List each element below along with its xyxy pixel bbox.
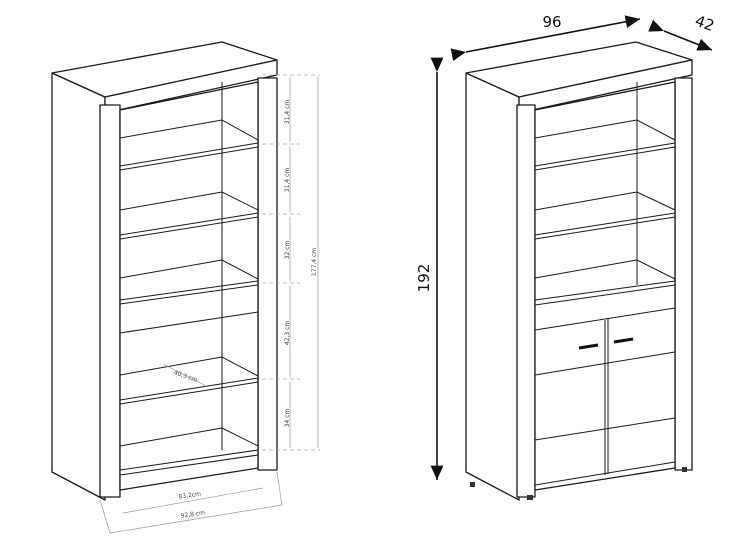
door-handle-right-icon (613, 337, 634, 344)
front-right-post (257, 77, 278, 471)
doors (534, 307, 676, 486)
dim-label: 31,4 cm (284, 168, 291, 193)
dim-label: 42,3 cm (284, 321, 291, 346)
drawer-front (119, 311, 259, 334)
front-left-post (99, 104, 121, 498)
height-label: 192 (415, 264, 433, 293)
front-right-post (674, 77, 693, 471)
outer-width-label: 92,8 cm (180, 509, 205, 519)
front-left-post (516, 104, 536, 498)
shelf-height-labels: 31,4 cm 31,4 cm 32 cm 42,3 cm 34 cm 177,… (284, 100, 318, 428)
inner-width-label: 83,2cm (178, 490, 201, 500)
width-label: 96 (542, 13, 561, 31)
dim-label: 34 cm (284, 409, 291, 428)
left-cabinet-drawing: 31,4 cm 31,4 cm 32 cm 42,3 cm 34 cm 177,… (51, 41, 320, 534)
dim-label: 31,4 cm (284, 100, 291, 125)
side-panel (465, 72, 520, 501)
door-handle-left-icon (578, 343, 599, 350)
side-panel (51, 72, 106, 501)
total-height-label: 177,4 cm (311, 248, 318, 276)
shelves (119, 119, 259, 476)
right-cabinet-drawing: 96 42 192 (415, 12, 717, 501)
dim-label: 32 cm (284, 241, 291, 260)
depth-label: 42 (693, 12, 717, 35)
